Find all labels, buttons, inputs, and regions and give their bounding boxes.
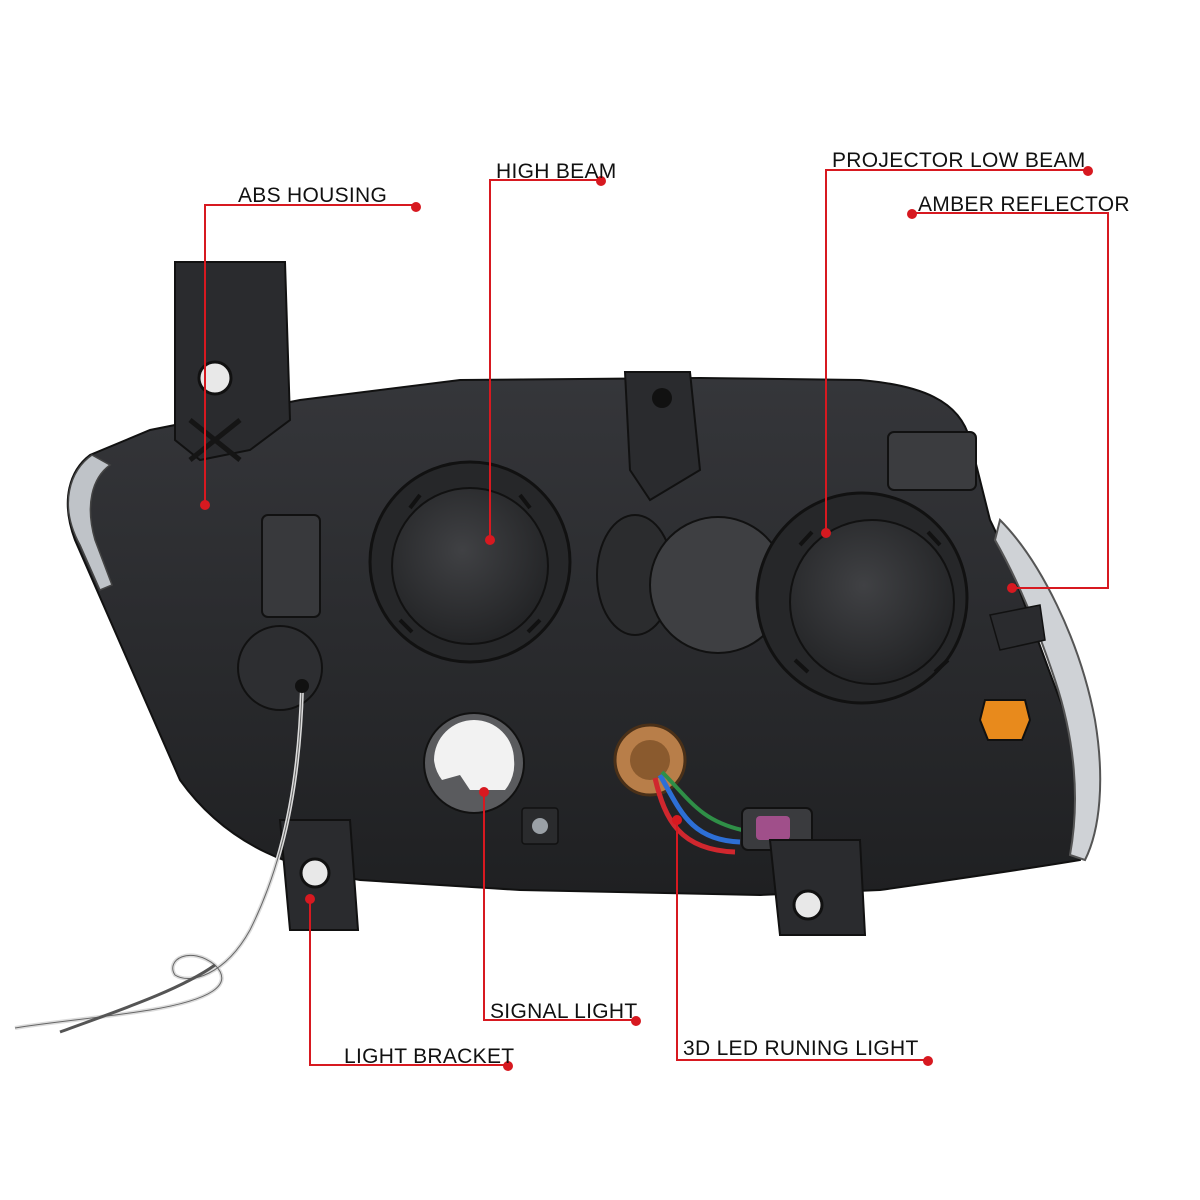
callout-dots xyxy=(200,166,1093,1071)
high-beam-cap xyxy=(391,487,549,645)
abs-housing-tab xyxy=(174,261,292,462)
callout-line-amber-reflector xyxy=(912,212,1109,589)
callout-line-projector-low-beam xyxy=(825,169,1088,533)
label-led-running-light: 3D LED RUNING LIGHT xyxy=(683,1037,919,1060)
callout-line-led-running-light xyxy=(676,820,928,1061)
label-projector-low-beam: PROJECTOR LOW BEAM xyxy=(832,149,1086,172)
callout-line-abs-housing xyxy=(204,204,416,505)
callout-line-high-beam xyxy=(489,179,601,540)
label-signal-light: SIGNAL LIGHT xyxy=(490,1000,638,1023)
callout-line-signal-light xyxy=(483,792,636,1021)
label-high-beam: HIGH BEAM xyxy=(496,160,617,183)
label-amber-reflector: AMBER REFLECTOR xyxy=(918,193,1130,216)
label-light-bracket: LIGHT BRACKET xyxy=(344,1045,515,1068)
light-bracket-right xyxy=(768,839,867,936)
projector-low-beam-cap xyxy=(789,519,955,685)
callout-lines xyxy=(204,169,1109,1066)
label-abs-housing: ABS HOUSING xyxy=(238,184,388,207)
callout-line-light-bracket xyxy=(309,899,508,1066)
